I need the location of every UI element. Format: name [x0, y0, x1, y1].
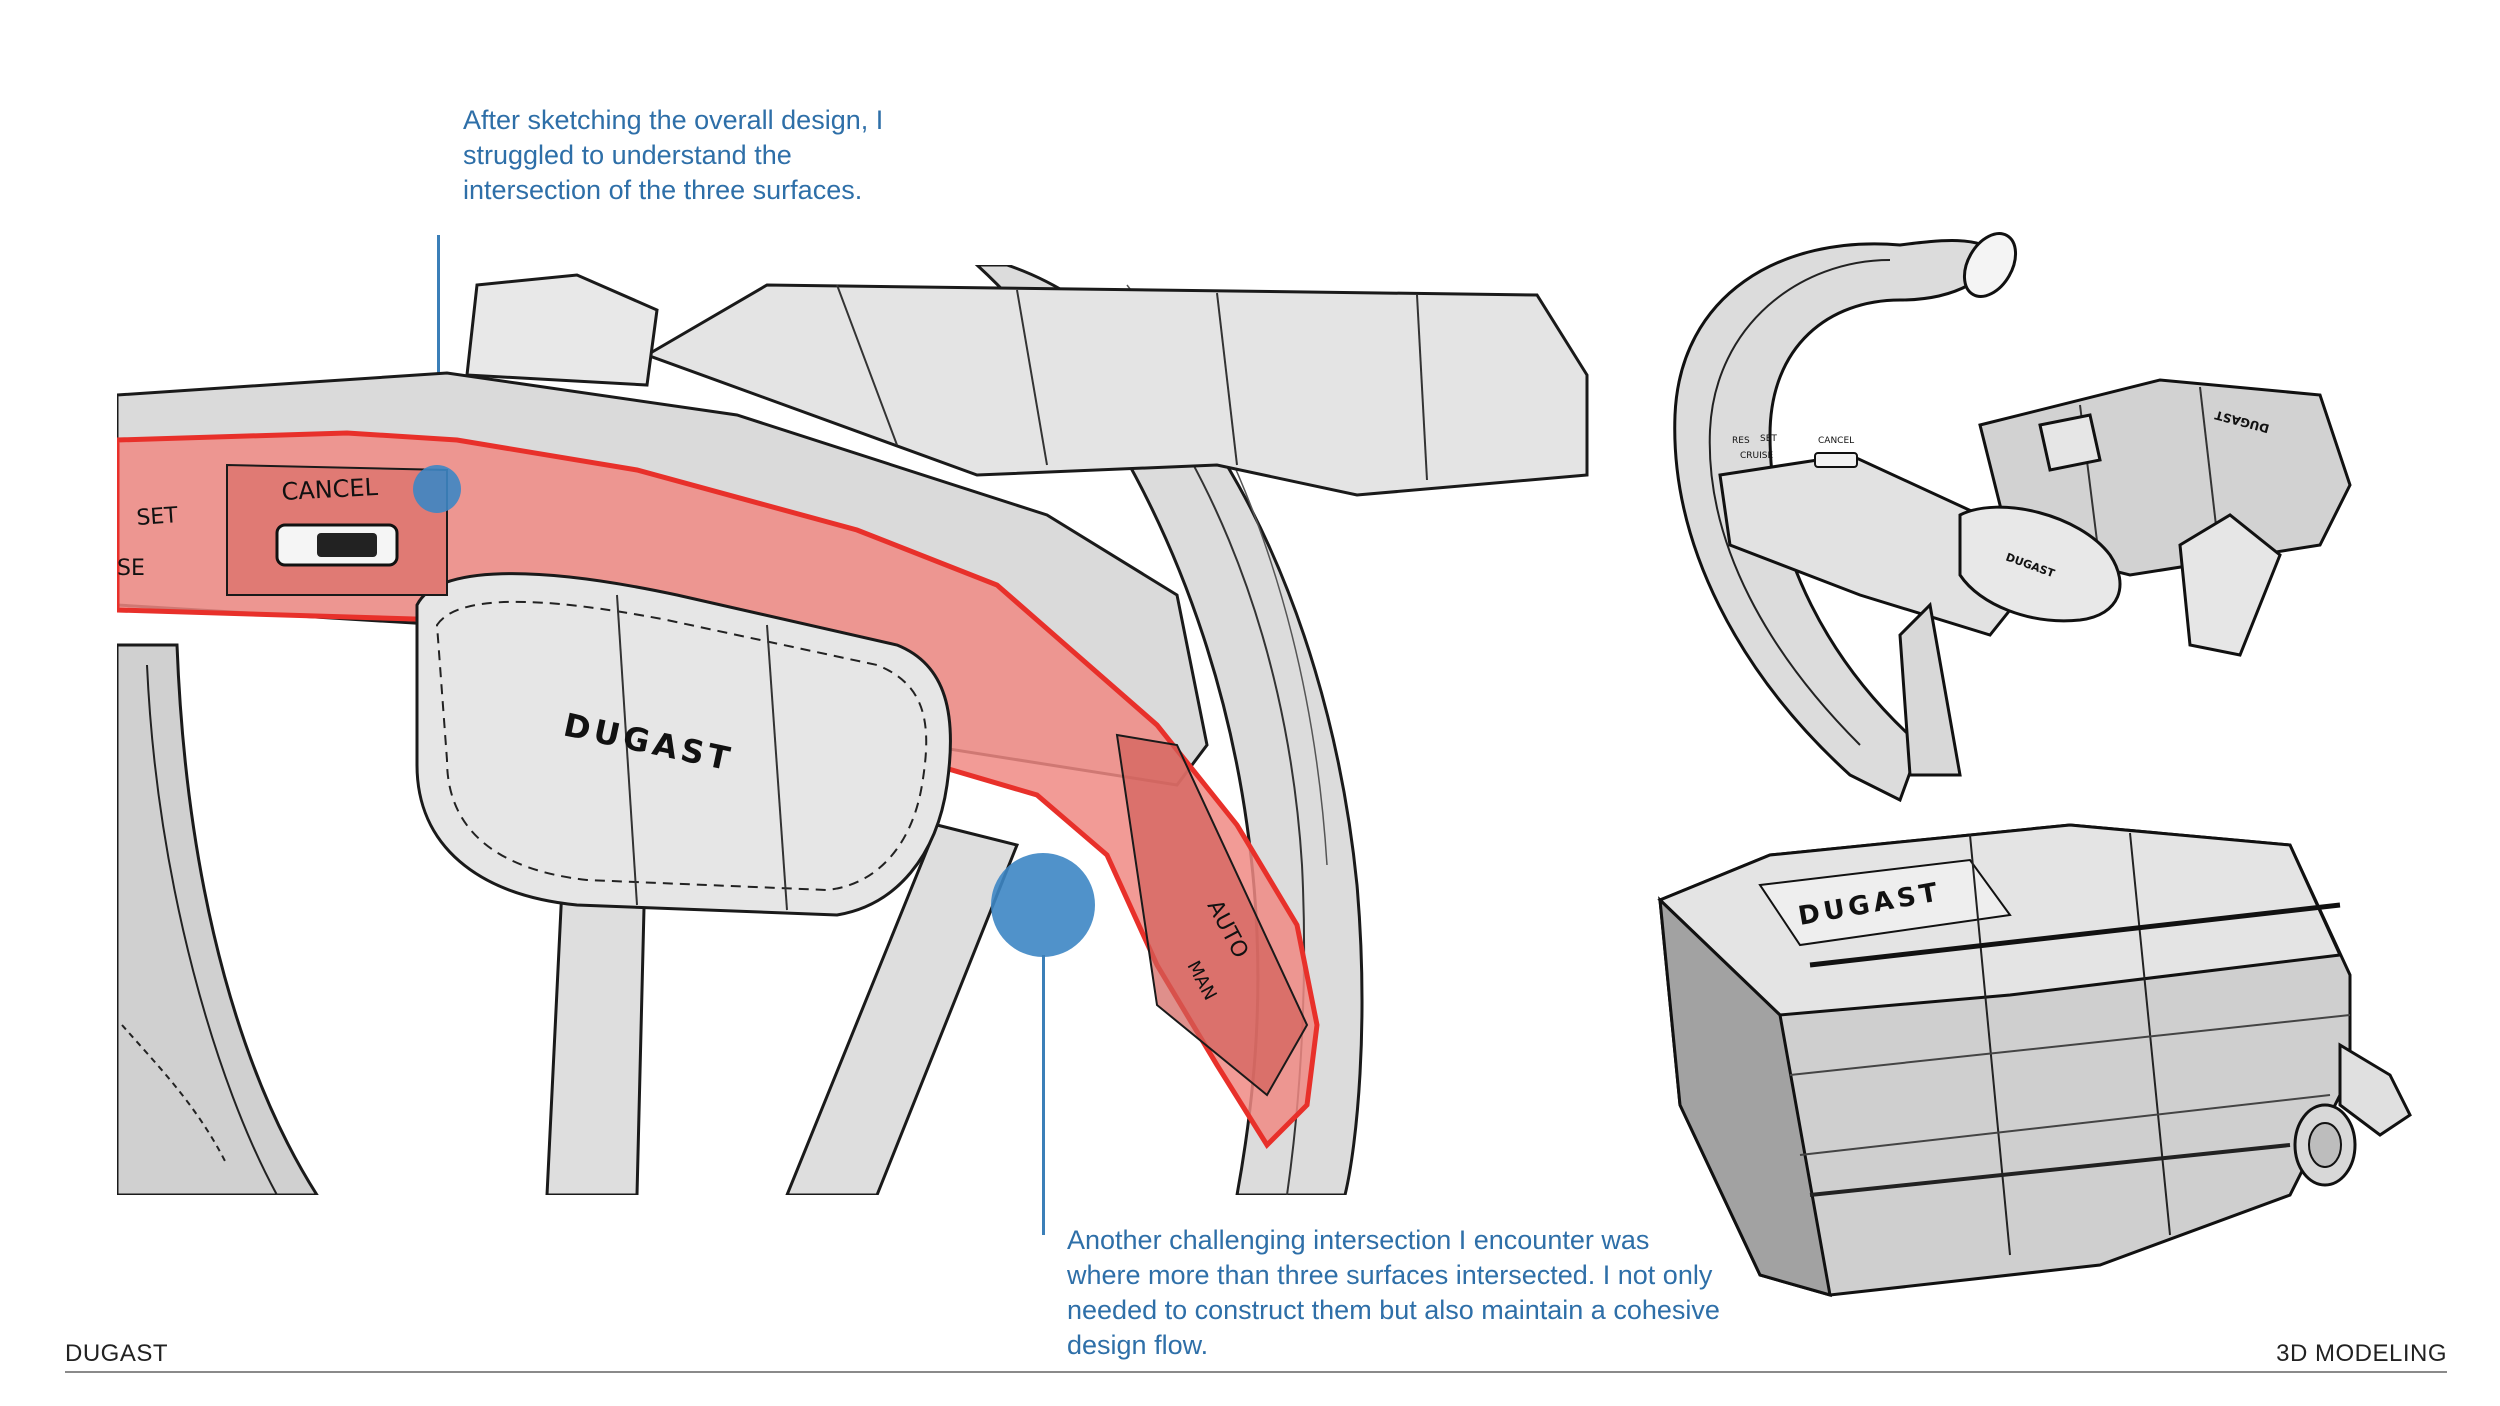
wheel-res-label: RES	[1732, 436, 1750, 446]
module-arm	[2338, 1042, 2412, 1137]
wheel-paddle	[2178, 513, 2282, 657]
wheel-cruise-label: CRUISE	[1740, 451, 1773, 461]
housing-top	[643, 283, 1589, 497]
wheel-hub	[1958, 505, 2122, 623]
main-render: DUGAST CANCEL SET SE AUTO MAN	[117, 265, 1597, 1195]
marker-top	[413, 465, 461, 513]
set-label: SET	[136, 503, 180, 531]
footer-section-title: 3D MODELING	[2276, 1340, 2447, 1367]
module-front	[1658, 896, 1832, 1298]
rim-outer	[997, 265, 1597, 1195]
wheel-render: DUGAST DUGAST RES SET CRUISE CANCEL	[1673, 232, 2352, 803]
paddle	[465, 273, 659, 387]
leader-line-top	[437, 235, 440, 485]
footer-brand: DUGAST	[65, 1340, 169, 1367]
hub	[415, 572, 952, 917]
spoke-lower-right	[785, 823, 1020, 1195]
wheel-cancel-label: CANCEL	[1818, 436, 1854, 446]
rim-grip-end	[1962, 232, 2018, 298]
marker-bottom	[991, 853, 1095, 957]
footer-divider	[65, 1371, 2447, 1373]
annotation-top: After sketching the overall design, I st…	[463, 105, 884, 205]
annotation-bottom: Another challenging intersection I encou…	[1067, 1225, 1720, 1360]
wheel-set-label: SET	[1760, 434, 1777, 444]
module-render: DUGAST	[1657, 823, 2412, 1298]
rim-left	[117, 643, 319, 1195]
se-label: SE	[117, 556, 145, 581]
button-panel-right	[1115, 733, 1309, 1097]
wheel-switch	[1814, 452, 1858, 468]
cancel-label: CANCEL	[281, 473, 379, 506]
module-badge	[1758, 858, 2012, 947]
module-top	[1657, 823, 2343, 1017]
leader-line-bottom	[1042, 955, 1045, 1235]
